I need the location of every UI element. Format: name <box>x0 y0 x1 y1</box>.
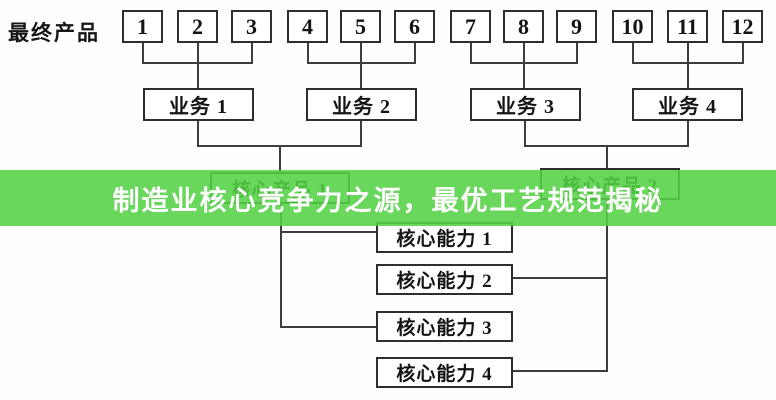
row-label-final-products: 最终产品 <box>8 21 100 45</box>
final-product-number: 3 <box>246 13 257 39</box>
connector-line <box>360 121 362 145</box>
final-product-number: 9 <box>571 13 582 39</box>
business-box: 业务 2 <box>306 88 417 121</box>
final-product-box: 10 <box>612 10 653 43</box>
connector-line <box>606 145 608 168</box>
final-product-box: 6 <box>394 10 435 43</box>
connector-line <box>742 43 744 62</box>
final-product-number: 10 <box>621 13 644 39</box>
connector-line <box>197 43 199 88</box>
connector-line <box>523 43 525 88</box>
headline-title: 制造业核心竞争力之源，最优工艺规范揭秘 <box>112 185 664 216</box>
connector-line <box>687 43 689 88</box>
final-product-number: 4 <box>302 13 313 39</box>
connector-line <box>576 43 578 62</box>
final-product-box: 5 <box>340 10 381 43</box>
core-capability-box: 核心能力 1 <box>376 222 513 253</box>
core-capability-label: 核心能力 4 <box>396 364 493 385</box>
connector-line <box>280 326 377 328</box>
connector-line <box>632 43 634 62</box>
final-product-box: 12 <box>722 10 763 43</box>
final-product-number: 5 <box>355 13 366 39</box>
final-product-box: 4 <box>287 10 328 43</box>
final-product-number: 7 <box>465 13 476 39</box>
core-capability-box: 核心能力 2 <box>376 264 513 295</box>
core-capability-label: 核心能力 1 <box>396 229 493 250</box>
final-product-number: 8 <box>518 13 529 39</box>
final-product-number: 1 <box>137 13 148 39</box>
connector-line <box>687 121 689 145</box>
core-capability-box: 核心能力 4 <box>376 357 513 388</box>
final-product-box: 11 <box>667 10 708 43</box>
final-product-box: 8 <box>503 10 544 43</box>
connector-line <box>513 277 608 279</box>
business-box: 业务 4 <box>632 88 743 121</box>
final-product-box: 3 <box>231 10 272 43</box>
connector-line <box>197 121 199 145</box>
business-label: 业务 3 <box>496 96 555 118</box>
connector-line <box>360 43 362 88</box>
final-product-number: 12 <box>731 13 754 39</box>
connector-line <box>307 43 309 62</box>
final-product-box: 1 <box>122 10 163 43</box>
connector-line <box>606 200 608 372</box>
business-label: 业务 2 <box>332 96 391 118</box>
final-product-box: 9 <box>556 10 597 43</box>
connector-line <box>280 204 282 328</box>
final-product-number: 6 <box>409 13 420 39</box>
business-box: 业务 1 <box>143 88 254 121</box>
core-capability-box: 核心能力 3 <box>376 311 513 342</box>
connector-line <box>414 43 416 62</box>
connector-line <box>142 43 144 62</box>
business-label: 业务 4 <box>658 96 717 118</box>
connector-line <box>279 145 281 172</box>
connector-line <box>251 43 253 62</box>
connector-line <box>524 121 526 145</box>
final-product-box: 7 <box>450 10 491 43</box>
connector-line <box>470 43 472 62</box>
final-product-number: 2 <box>192 13 203 39</box>
business-box: 业务 3 <box>470 88 581 121</box>
core-capability-label: 核心能力 3 <box>396 318 493 339</box>
headline-banner: 制造业核心竞争力之源，最优工艺规范揭秘 <box>0 170 776 226</box>
connector-line <box>280 231 377 233</box>
core-capability-label: 核心能力 2 <box>396 271 493 292</box>
business-label: 业务 1 <box>169 96 228 118</box>
final-product-number: 11 <box>677 13 698 39</box>
final-product-box: 2 <box>177 10 218 43</box>
connector-line <box>510 370 608 372</box>
